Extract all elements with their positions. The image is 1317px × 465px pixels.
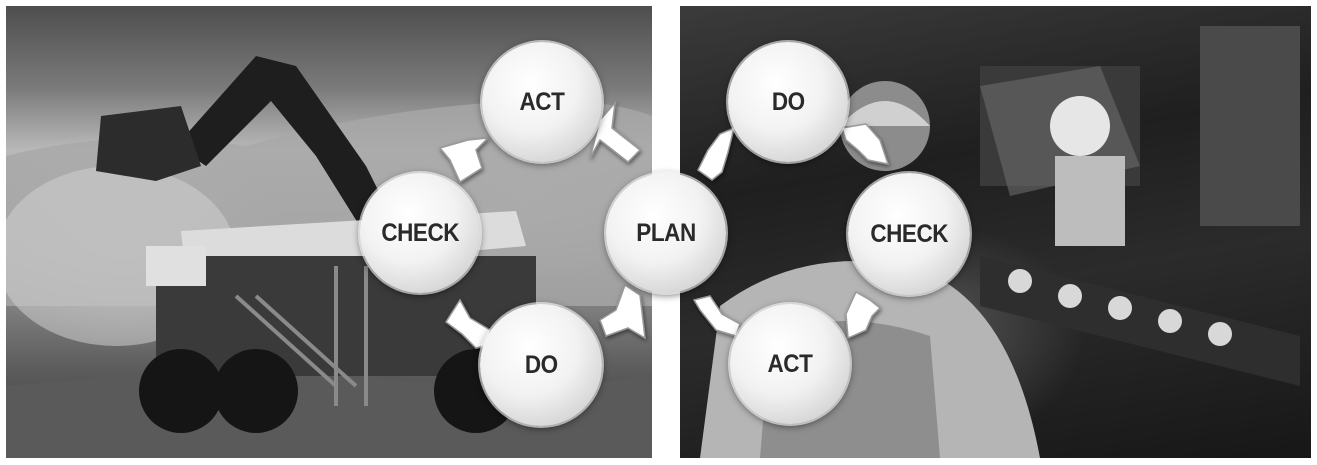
- left-check-node: CHECK: [360, 173, 480, 293]
- right-check-node: CHECK: [848, 173, 970, 295]
- arrow-do-to-check-right: [841, 123, 890, 165]
- right-check-label: CHECK: [870, 219, 948, 248]
- arrow-check-to-act: [438, 137, 491, 184]
- right-do-node: DO: [728, 42, 848, 162]
- right-act-label: ACT: [767, 349, 813, 378]
- arrow-act-to-plan-right: [692, 295, 741, 337]
- arrow-act-to-plan: [589, 100, 642, 164]
- left-act-node: ACT: [482, 42, 602, 162]
- left-do-node: DO: [480, 304, 602, 426]
- arrow-plan-to-do-right: [697, 126, 736, 181]
- plan-node: PLAN: [606, 173, 726, 293]
- right-do-label: DO: [771, 87, 805, 116]
- arrow-plan-to-do: [599, 283, 646, 340]
- left-do-label: DO: [524, 350, 558, 379]
- arrow-do-to-check: [444, 298, 491, 349]
- left-check-label: CHECK: [381, 218, 459, 247]
- right-act-node: ACT: [730, 304, 850, 424]
- arrow-check-to-act-right: [845, 290, 882, 340]
- left-act-label: ACT: [519, 87, 565, 116]
- plan-label: PLAN: [636, 218, 696, 247]
